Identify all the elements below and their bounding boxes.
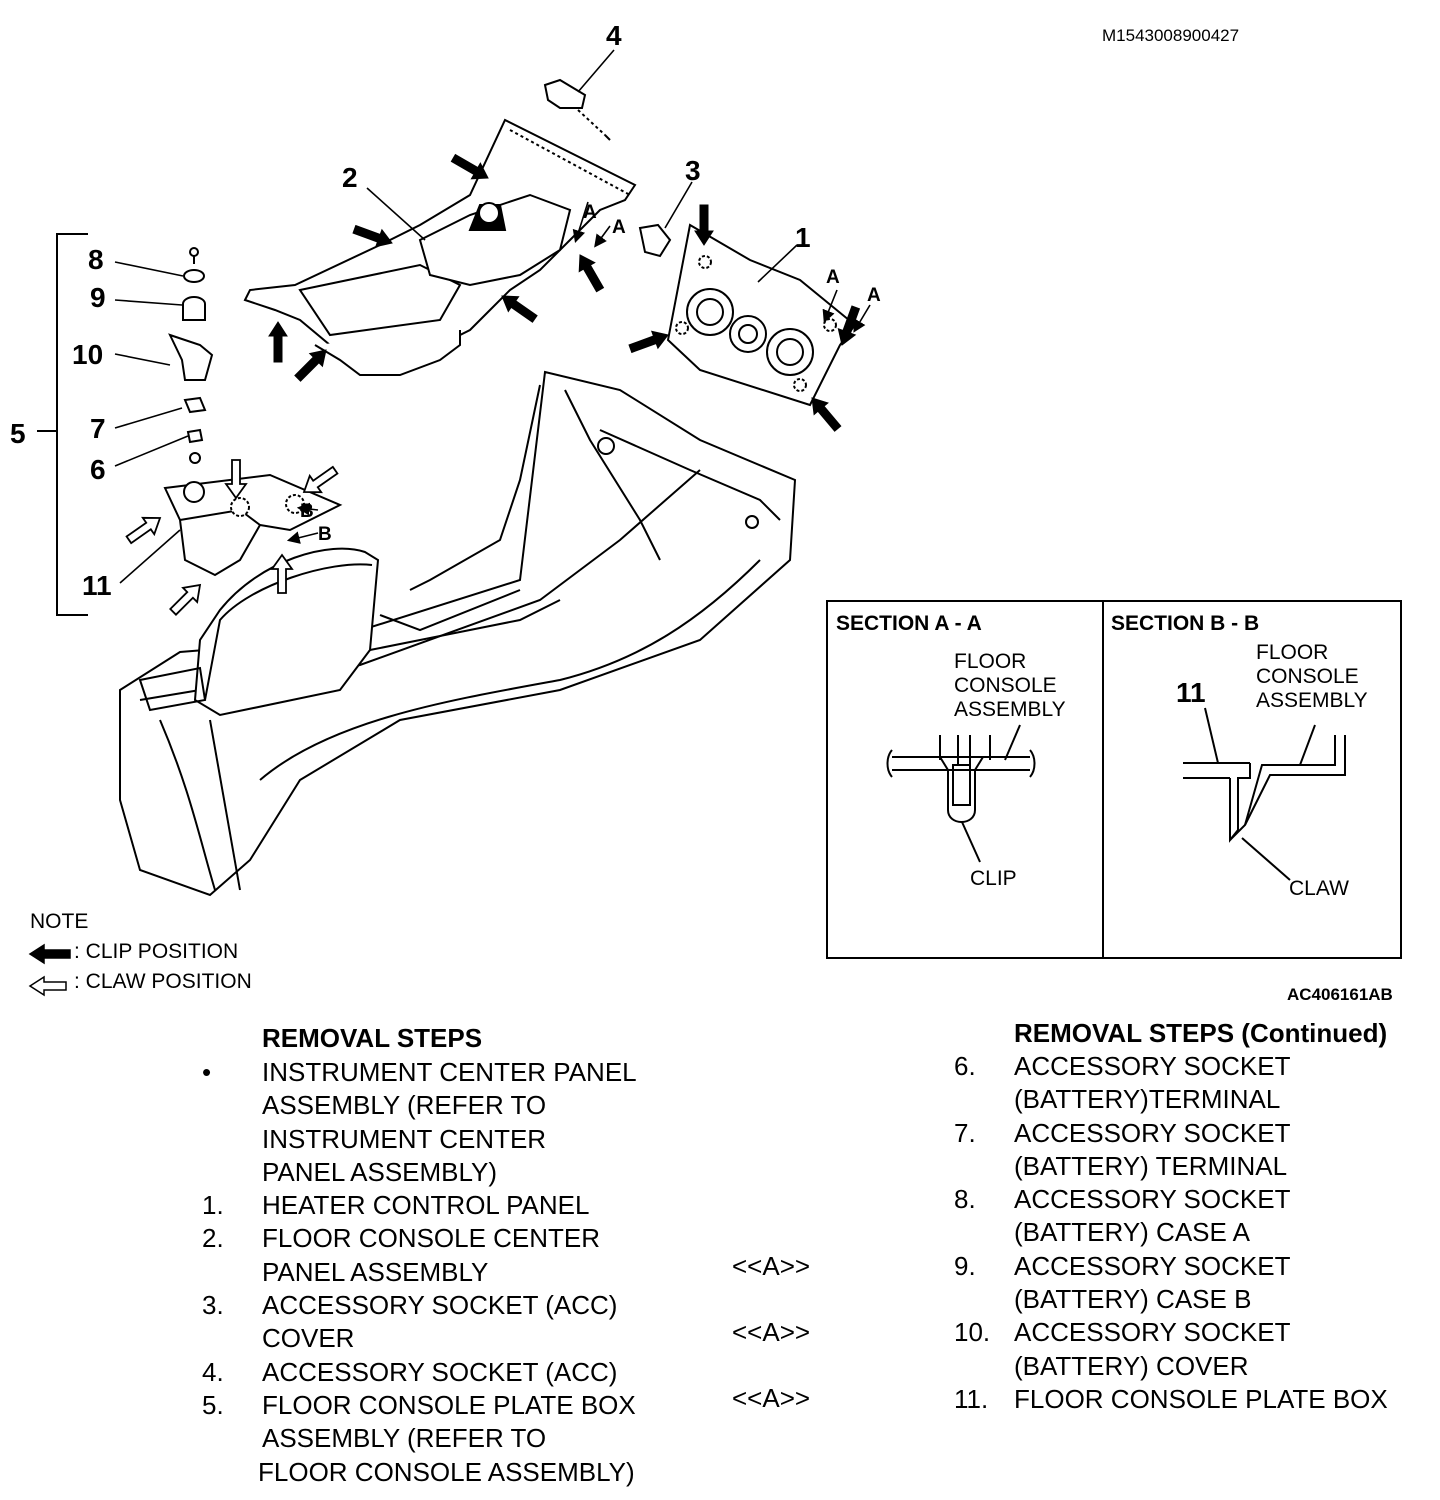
clip-arrows [268, 153, 861, 432]
step-text: HEATER CONTROL PANEL [262, 1190, 590, 1220]
label-line: ASSEMBLY [954, 698, 1066, 721]
claw-legend-icon [28, 975, 67, 997]
legend-icons [28, 943, 71, 997]
label-line: FLOOR [954, 650, 1027, 673]
claw-arrow [125, 516, 162, 545]
clip-legend-icon [28, 943, 71, 965]
callout-4: 4 [606, 20, 622, 51]
section-mark-a: A [612, 217, 626, 238]
step-text: FLOOR CONSOLE PLATE BOX [262, 1390, 636, 1420]
clip-arrow [294, 349, 327, 382]
leader-lines [114, 49, 871, 584]
claw-arrow [169, 583, 202, 616]
step-text: ASSEMBLY (REFER TO [262, 1090, 547, 1120]
center-panel-part2 [243, 118, 637, 376]
step-text: PANEL ASSEMBLY) [262, 1157, 498, 1187]
callout-1: 1 [795, 222, 811, 253]
step-text: INSTRUMENT CENTER [262, 1124, 547, 1154]
callout-6: 6 [90, 454, 106, 485]
figure-id: M1543008900427 [1102, 26, 1240, 45]
step-ref: <<A>> [732, 1317, 811, 1347]
removal-steps-title: REMOVAL STEPS [262, 1023, 483, 1053]
callout-8: 8 [88, 244, 104, 275]
clip-arrow [837, 305, 861, 346]
clip-arrow [352, 224, 393, 248]
step-bullet: • [202, 1057, 212, 1087]
claw-arrows [125, 459, 339, 616]
section-detail-box [826, 600, 1402, 959]
section-mark-a: A [826, 267, 840, 288]
step-text: FLOOR CONSOLE ASSEMBLY) [258, 1457, 635, 1487]
claw-arrow [270, 553, 294, 594]
clip-arrow [811, 397, 842, 432]
section-mark-b: B [300, 501, 314, 522]
section-bb-part: 11 [1176, 677, 1206, 708]
part5-bracket [37, 233, 88, 616]
callout-7: 7 [90, 413, 106, 444]
callout-2: 2 [342, 162, 358, 193]
step-text: ACCESSORY SOCKET (ACC) [262, 1290, 618, 1320]
section-mark-b: B [318, 524, 332, 545]
callout-5: 5 [10, 418, 26, 449]
clip-arrow [694, 204, 714, 246]
step-text: PANEL ASSEMBLY [262, 1257, 489, 1287]
clip-arrow [628, 330, 669, 354]
section-bb-title: SECTION B - B [1111, 612, 1260, 635]
clip-arrow [501, 295, 538, 323]
step-text: COVER [262, 1323, 355, 1353]
step-number: 5. [202, 1390, 224, 1420]
step-number: 2. [202, 1223, 224, 1253]
step-number: 4. [202, 1357, 224, 1387]
clip-arrow [450, 153, 489, 180]
section-aa-title: SECTION A - A [836, 612, 982, 635]
note-clip: : CLIP POSITION [74, 940, 239, 963]
drawing-id: AC406161AB [1287, 985, 1393, 1004]
section-bb-claw-label: CLAW [1289, 877, 1349, 900]
label-line: FLOOR [1256, 641, 1329, 664]
section-bb-drawing [1183, 707, 1346, 881]
clip-arrow [578, 254, 605, 293]
section-aa-drawing [886, 724, 1036, 863]
step-ref: <<A>> [732, 1383, 811, 1413]
label-line: ASSEMBLY [1256, 689, 1368, 712]
clip-arrow [268, 321, 288, 363]
note-title: NOTE [30, 910, 89, 933]
callout-3: 3 [685, 155, 701, 186]
label-line: CONSOLE [1256, 665, 1359, 688]
battery-socket-stack [163, 247, 343, 577]
section-bb-label: FLOOR CONSOLE ASSEMBLY [1256, 641, 1368, 713]
floor-console-assembly [119, 370, 797, 897]
section-mark-a: A [583, 202, 597, 223]
section-mark-a: A [867, 285, 881, 306]
heater-control-panel-part1 [666, 223, 857, 407]
callout-9: 9 [90, 282, 106, 313]
section-aa-label: FLOOR CONSOLE ASSEMBLY [954, 650, 1066, 722]
step-text: INSTRUMENT CENTER PANEL [262, 1057, 637, 1087]
step-text: ASSEMBLY (REFER TO [262, 1423, 547, 1453]
step-number: 1. [202, 1190, 224, 1220]
callout-11: 11 [82, 570, 112, 601]
step-text: FLOOR CONSOLE CENTER [262, 1223, 601, 1253]
section-aa-clip-label: CLIP [970, 867, 1017, 890]
note-claw: : CLAW POSITION [74, 970, 252, 993]
callout-numbers: 4 2 3 1 8 9 10 7 6 5 11 [10, 20, 811, 601]
section-marks: A A A A B B [300, 202, 881, 545]
step-number: 3. [202, 1290, 224, 1320]
step-text: ACCESSORY SOCKET (ACC) [262, 1357, 618, 1387]
accessory-socket-parts [543, 78, 672, 258]
exploded-diagram: 4 2 3 1 8 9 10 7 6 5 11 A A A A B B [10, 20, 1402, 997]
claw-arrow [302, 465, 339, 494]
callout-10: 10 [72, 339, 103, 370]
step-ref: <<A>> [732, 1251, 811, 1281]
claw-arrow [224, 459, 248, 500]
label-line: CONSOLE [954, 674, 1057, 697]
